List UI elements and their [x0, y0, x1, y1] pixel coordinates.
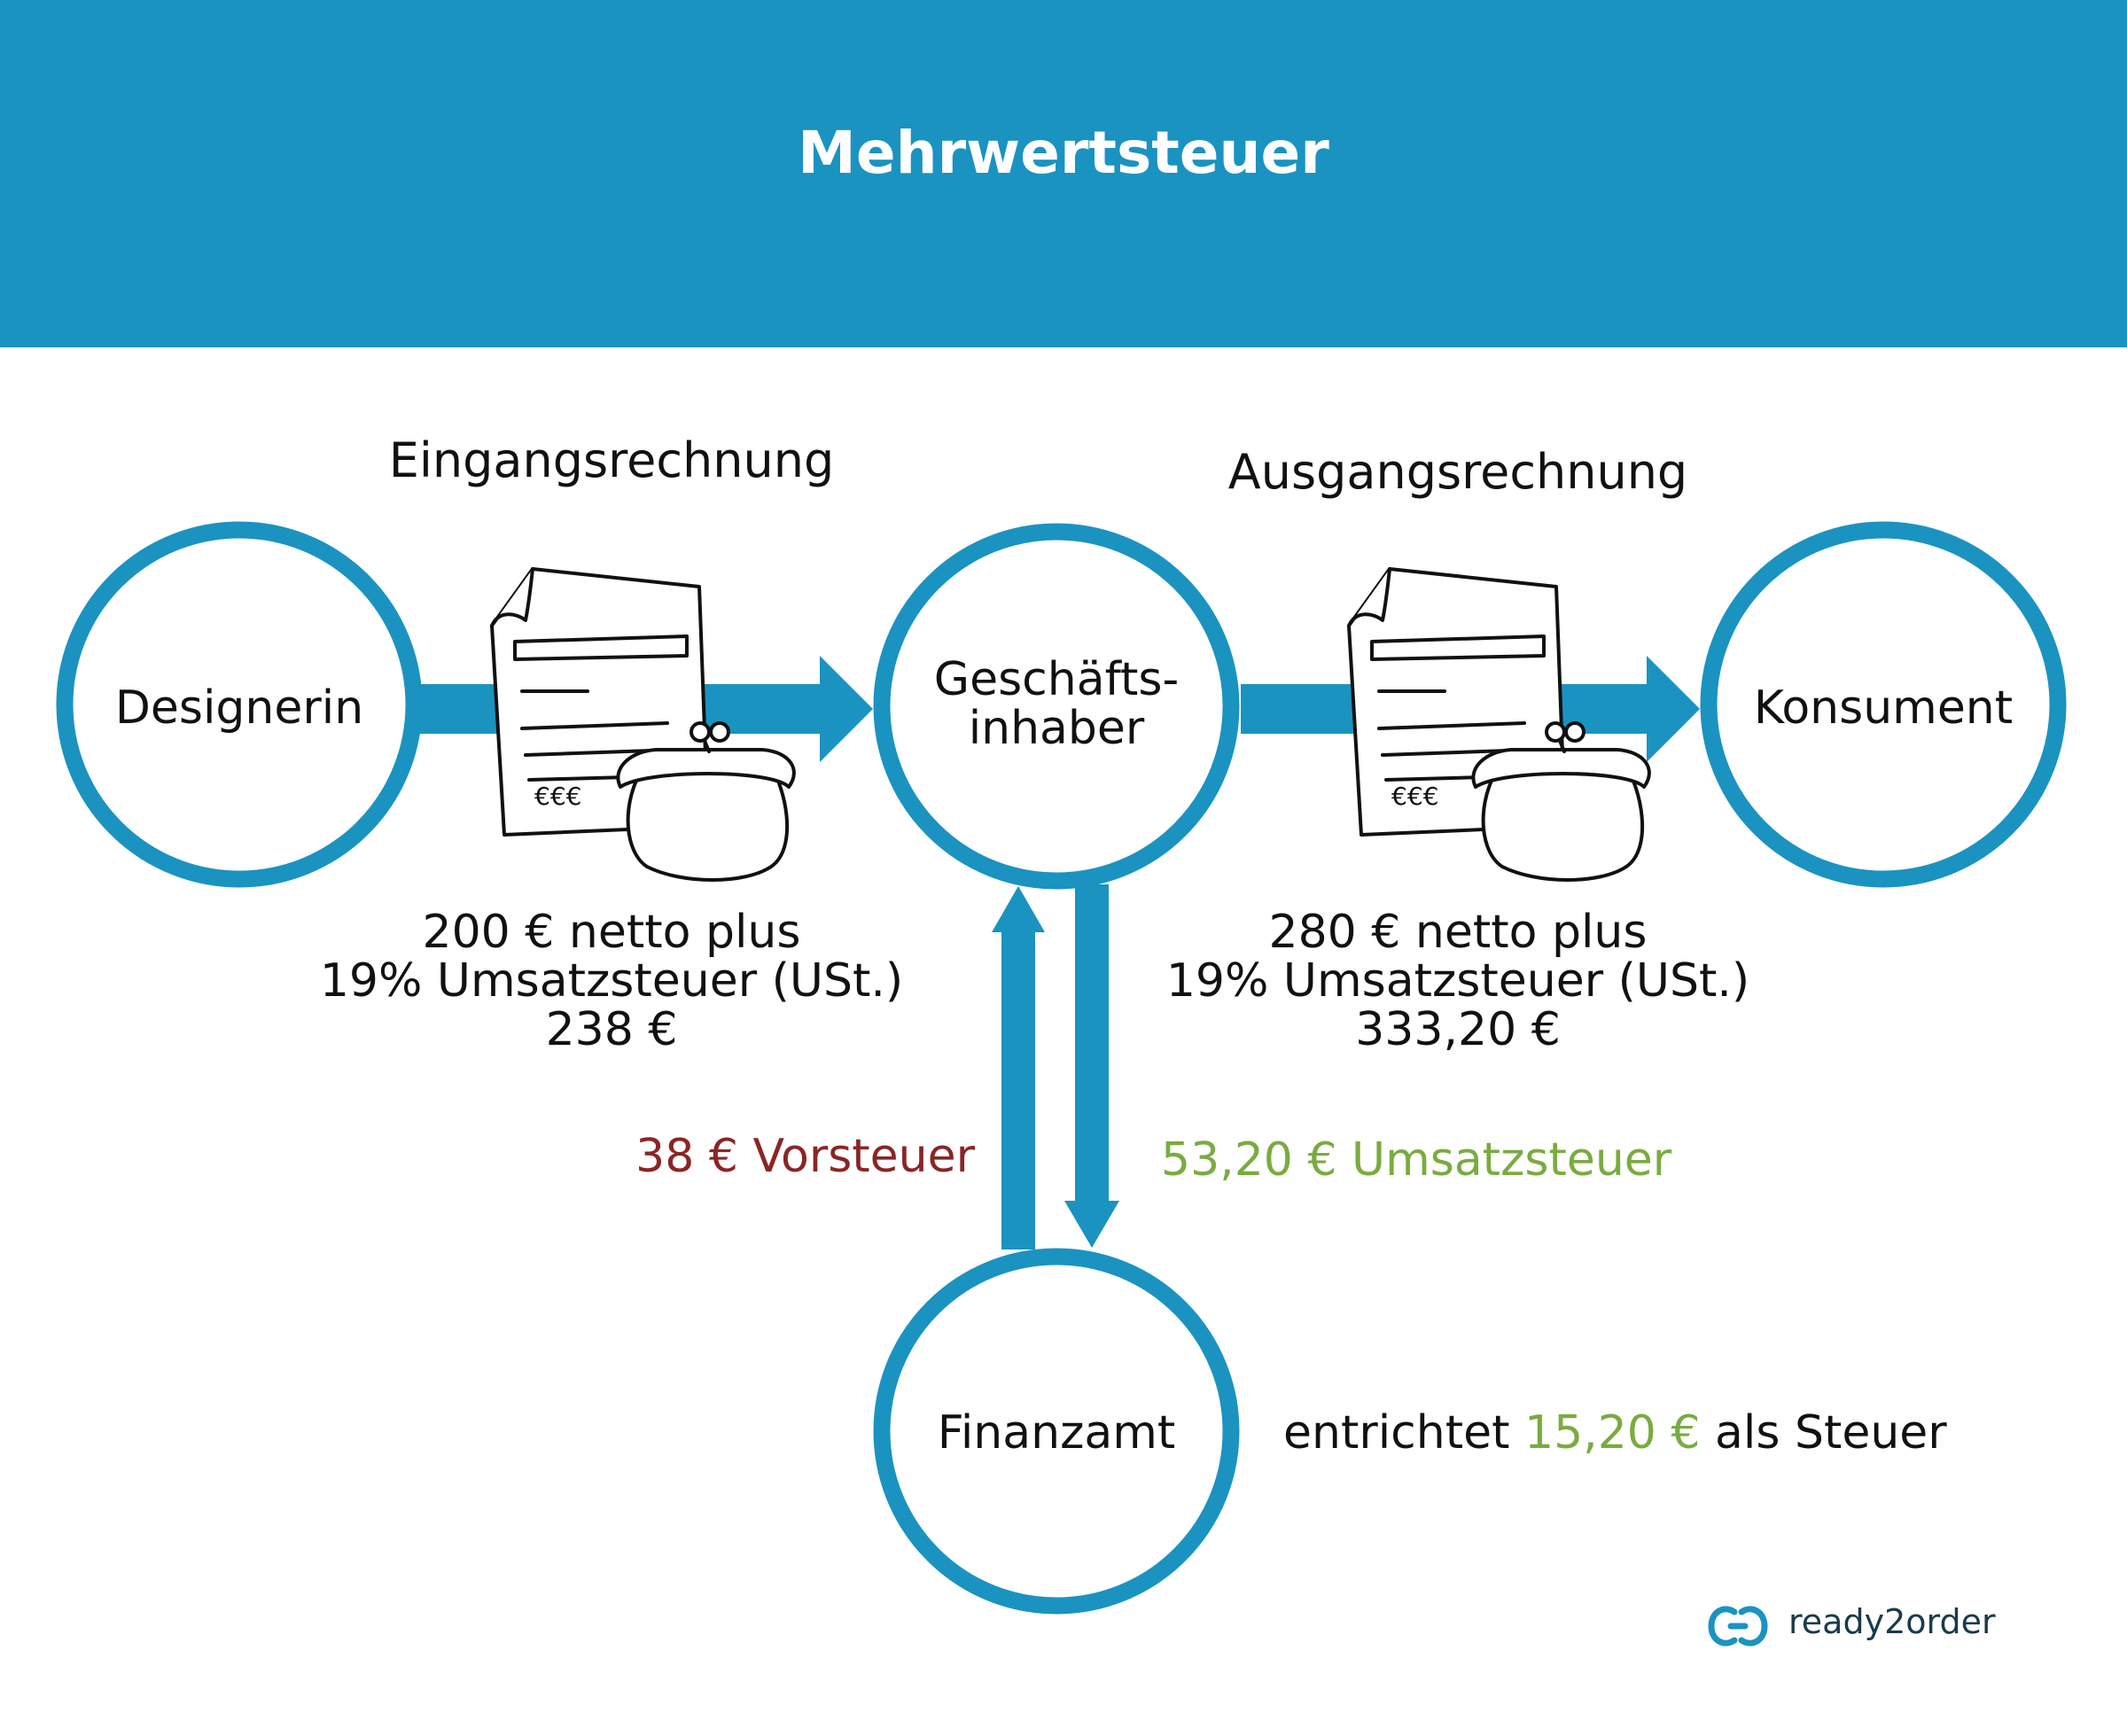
outgoing-invoice-heading: Ausgangsrechnung	[1227, 444, 1688, 500]
incoming-invoice-amounts: 200 € netto plus 19% Umsatzsteuer (USt.)…	[257, 906, 966, 1057]
input-tax-label: 38 € Vorsteuer	[635, 1130, 975, 1183]
taxoffice-label-text: Finanzamt	[937, 1406, 1176, 1460]
incoming-amount-line3: 238 €	[545, 1003, 678, 1057]
node-consumer-label: Konsument	[1724, 684, 2043, 733]
arrow-taxoffice-to-owner	[992, 886, 1045, 1249]
page-title: Mehrwertsteuer	[798, 119, 1329, 187]
payment-suffix: als Steuer	[1715, 1406, 1947, 1460]
outgoing-amount-line3: 333,20 €	[1355, 1003, 1561, 1057]
invoice-euro-text-outgoing: €€€	[1391, 782, 1438, 811]
payment-prefix: entrichtet	[1283, 1406, 1510, 1460]
node-taxoffice-label: Finanzamt	[897, 1409, 1216, 1458]
brand-logo-icon	[1708, 1606, 1768, 1646]
node-consumer	[1700, 521, 2067, 888]
owner-label-line1: Geschäfts-	[933, 653, 1180, 706]
consumer-label-text: Konsument	[1753, 681, 2014, 735]
node-owner	[873, 523, 1240, 890]
node-owner-label: Geschäfts- inhaber	[897, 656, 1216, 752]
purse-icon-outgoing	[1471, 721, 1651, 882]
output-tax-label: 53,20 € Umsatzsteuer	[1161, 1133, 1672, 1187]
payment-amount: 15,20 €	[1524, 1406, 1701, 1460]
designer-label-text: Designerin	[114, 681, 364, 735]
incoming-amount-line1: 200 € netto plus	[422, 906, 801, 959]
owner-label-line2: inhaber	[968, 701, 1145, 755]
incoming-amount-line2: 19% Umsatzsteuer (USt.)	[319, 954, 904, 1008]
node-designer	[56, 521, 423, 888]
node-designer-label: Designerin	[80, 684, 399, 733]
brand-name: ready2order	[1788, 1602, 1996, 1641]
header-band: Mehrwertsteuer	[0, 0, 2127, 347]
purse-icon	[616, 721, 796, 882]
outgoing-amount-line2: 19% Umsatzsteuer (USt.)	[1165, 954, 1750, 1008]
incoming-invoice-heading: Eingangsrechnung	[388, 432, 835, 488]
invoice-euro-text: €€€	[534, 782, 581, 811]
arrow-owner-to-taxoffice	[1064, 884, 1119, 1248]
outgoing-amount-line1: 280 € netto plus	[1268, 906, 1648, 959]
payment-statement: entrichtet 15,20 € als Steuer	[1283, 1409, 2081, 1458]
node-taxoffice	[873, 1248, 1240, 1615]
outgoing-invoice-amounts: 280 € netto plus 19% Umsatzsteuer (USt.)…	[1103, 906, 1812, 1057]
